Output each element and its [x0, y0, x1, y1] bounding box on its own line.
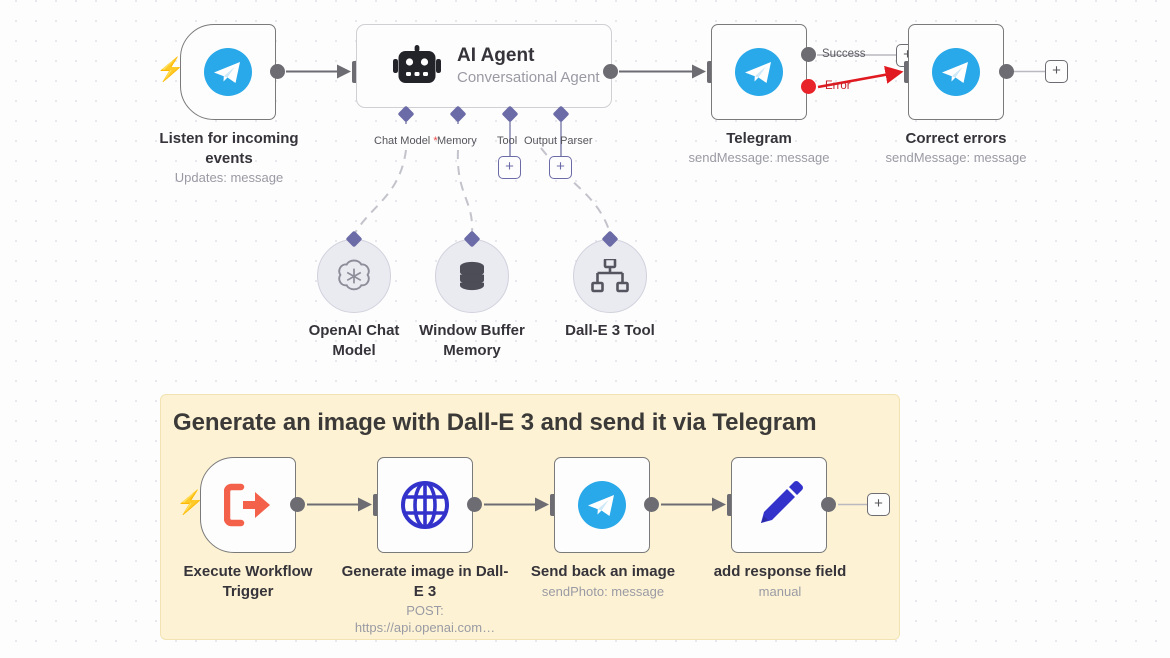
port-diamond-tool[interactable]: [501, 105, 519, 123]
node-sublabel-listen: Updates: message: [174, 170, 284, 185]
output-dot-add-response-field[interactable]: [821, 497, 836, 512]
output-dot-execute-workflow-trigger[interactable]: [290, 497, 305, 512]
port-label-memory: Memory: [437, 135, 477, 147]
trigger-bolt-icon: ⚡: [156, 56, 185, 82]
telegram-icon: [735, 48, 783, 96]
port-diamond-output-parser[interactable]: [552, 105, 570, 123]
node-sublabel-send-back-an-image: sendPhoto: message: [541, 584, 665, 599]
node-sublabel-generate-image: POST: https://api.openai.com…: [354, 603, 496, 635]
node-label-openai-chat-model: OpenAI Chat Model: [308, 322, 400, 359]
output-dot-dalle-http[interactable]: [467, 497, 482, 512]
node-openai-chat-model[interactable]: [317, 239, 391, 313]
port-label-chat-model: Chat Model *: [374, 135, 438, 147]
execute-workflow-icon: [224, 483, 270, 527]
node-execute-workflow-trigger[interactable]: [200, 457, 296, 553]
output-dot-send-image[interactable]: [644, 497, 659, 512]
node-send-back-an-image[interactable]: [554, 457, 650, 553]
add-node-after-correct-errors-button[interactable]: +: [1045, 60, 1068, 83]
node-label-dall-e-3-tool: Dall-E 3 Tool: [565, 322, 655, 339]
node-label-send-back-an-image: Send back an image: [530, 563, 676, 580]
trigger-bolt-icon-bottom: ⚡: [176, 489, 205, 515]
node-label-execute-workflow-trigger: Execute Workflow Trigger: [183, 563, 313, 600]
add-node-after-add-response-field-button[interactable]: +: [867, 493, 890, 516]
node-sublabel-add-response-field: manual: [758, 584, 802, 599]
output-label-error: Error: [825, 80, 851, 92]
port-diamond-memory[interactable]: [449, 105, 467, 123]
node-add-response-field[interactable]: [731, 457, 827, 553]
required-asterisk: *: [430, 135, 438, 147]
node-label-correct-errors: Correct errors: [905, 130, 1007, 147]
node-label-generate-image: Generate image in Dall-E 3: [341, 563, 509, 600]
node-generate-image-in-dall-e-3[interactable]: [377, 457, 473, 553]
port-label-tool: Tool: [497, 135, 518, 147]
telegram-icon: [204, 48, 252, 96]
node-dall-e-3-tool[interactable]: [573, 239, 647, 313]
node-label-telegram: Telegram: [726, 130, 792, 147]
node-ai-agent[interactable]: AI Agent Conversational Agent: [356, 24, 612, 108]
agent-title: AI Agent: [457, 45, 535, 66]
node-listen-for-incoming-events[interactable]: [180, 24, 276, 120]
output-dot-listen[interactable]: [270, 64, 285, 79]
node-telegram[interactable]: [711, 24, 807, 120]
telegram-icon: [578, 481, 626, 529]
output-dot-agent[interactable]: [603, 64, 618, 79]
node-label-add-response-field: add response field: [713, 563, 847, 580]
database-icon: [460, 261, 484, 291]
node-window-buffer-memory[interactable]: [435, 239, 509, 313]
node-sublabel-correct-errors: sendMessage: message: [885, 150, 1027, 165]
output-dot-telegram-success[interactable]: [801, 47, 816, 62]
robot-icon: [393, 45, 441, 83]
add-tool-button[interactable]: +: [498, 156, 521, 179]
sticky-note-title: Generate an image with Dall-E 3 and send…: [173, 409, 817, 436]
node-correct-errors[interactable]: [908, 24, 1004, 120]
output-label-success: Success: [822, 48, 866, 60]
output-dot-correct-errors[interactable]: [999, 64, 1014, 79]
globe-icon: [401, 481, 449, 529]
pencil-icon: [761, 481, 803, 523]
output-dot-telegram-error[interactable]: [801, 79, 816, 94]
add-output-parser-button[interactable]: +: [549, 156, 572, 179]
openai-icon: [338, 259, 370, 291]
port-diamond-chat-model[interactable]: [397, 105, 415, 123]
telegram-icon: [932, 48, 980, 96]
port-label-output-parser: Output Parser: [524, 135, 593, 147]
sitemap-icon: [591, 259, 629, 293]
node-label-listen: Listen for incoming events: [159, 130, 299, 167]
node-sublabel-telegram: sendMessage: message: [688, 150, 830, 165]
agent-subtitle: Conversational Agent: [457, 68, 600, 86]
node-label-window-buffer-memory: Window Buffer Memory: [419, 322, 525, 359]
